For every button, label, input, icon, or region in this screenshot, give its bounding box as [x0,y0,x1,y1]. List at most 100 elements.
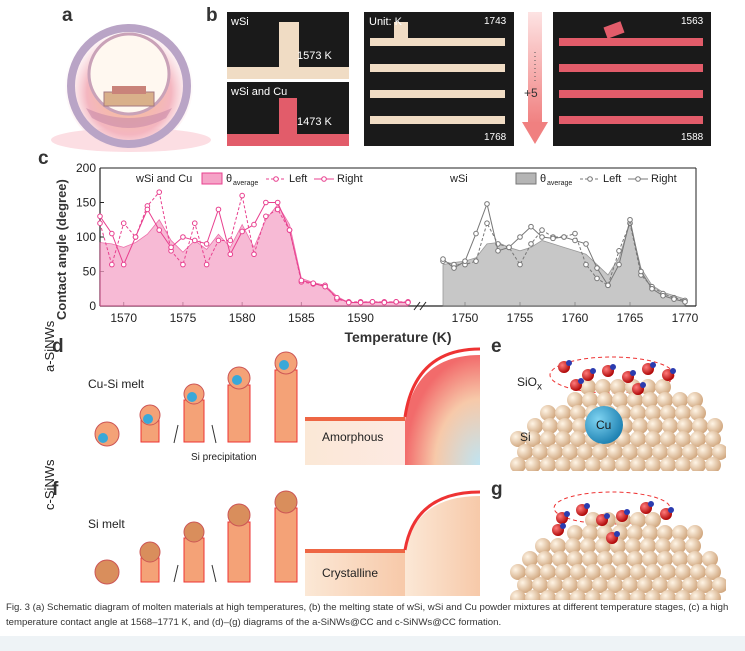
si-atom [697,577,713,593]
si-atom [660,405,676,421]
cu-label: Cu [596,418,612,432]
si-atom [682,444,698,460]
nitrogen-atom [564,511,570,517]
legend-right-marker [635,176,641,182]
si-atom [592,444,608,460]
si-atom [540,405,556,421]
si-atom [660,457,676,471]
series-right-point [550,235,556,242]
series-left-line [99,191,408,303]
nitrogen-atom [566,360,572,366]
si-atom [642,392,658,408]
legend-left-marker [273,176,279,182]
x-tick-label: 1750 [452,311,479,325]
series-left-point [120,220,127,226]
series-right-point [286,227,293,233]
si-atom [540,590,556,600]
si-atom [570,564,586,580]
si-atom [690,431,706,447]
series-right-point [583,241,589,247]
si-atom [510,431,526,447]
series-right-point [109,230,115,237]
siox-label: SiOx [517,375,543,393]
si-atom [677,418,693,434]
series-right-point [215,206,222,213]
legend-left-marker [587,176,593,182]
x-tick-label: 1770 [672,311,699,325]
y-tick-label: 100 [76,230,96,244]
si-atom [525,564,541,580]
axis-break [413,301,421,311]
series-left-point [227,237,234,244]
panel-label-a: a [62,5,73,26]
si-atom [555,564,571,580]
figure-caption: Fig. 3 (a) Schematic diagram of molten m… [6,602,729,628]
x-tick-label: 1760 [562,311,589,325]
series-left-point [156,189,163,195]
wsi-melt-image: wSi 1573 K [227,12,349,79]
si-atom [672,551,688,567]
si-atom [670,538,686,554]
si-atom [540,564,556,580]
si-atom [582,525,598,541]
series-left-point [539,227,545,233]
y-tick-label: 150 [76,196,96,210]
si-atom [675,457,691,471]
series-right-point [322,283,328,290]
si-atom [547,577,563,593]
si-atom [592,577,608,593]
series-right-point [473,230,479,237]
si-atom [532,577,548,593]
si-atom [675,405,691,421]
si-atom [607,577,623,593]
si-atom [660,590,676,600]
si-atom [712,577,726,593]
series-right-point [357,299,364,306]
si-atom [657,551,673,567]
si-atom [540,457,556,471]
a-sinws-label: a-SiNWs [42,320,57,372]
wsi-cu-melt-sequence: 1563 1588 [553,12,711,146]
si-atom [675,431,691,447]
si-atom [622,444,638,460]
si-atom [532,444,548,460]
si-atom [660,564,676,580]
chart-xlabel: Temperature (K) [344,329,451,345]
si-atom [672,392,688,408]
series-right-point [572,237,578,244]
si-atom [585,512,601,528]
si-atom [662,418,678,434]
series-left-point [180,261,186,268]
y-tick-label: 0 [89,299,96,313]
series-left-point [572,230,578,237]
si-atom [645,590,661,600]
amorphous-label: Amorphous [322,430,384,444]
si-atom [655,538,671,554]
step-label: +5 [524,86,538,100]
si-atom [595,538,611,554]
series-left-point [251,251,257,258]
wsi-cu-melt-image: wSi and Cu 1473 K [227,82,349,146]
series-right-point [263,199,269,206]
panel-label-g: g [491,479,503,500]
si-atom [655,379,671,395]
series-right-point [660,292,666,299]
series-left-point [109,261,115,268]
si-atom [705,457,721,471]
si-atom [637,444,653,460]
series-right-point [168,244,174,251]
nitrogen-atom [630,370,636,376]
si-atom [685,538,701,554]
y-tick-label: 50 [83,265,97,279]
series-right-point [239,228,245,235]
nitrogen-atom [578,378,584,384]
series-left-point [484,220,490,226]
temperature-step-arrow [522,12,548,144]
cu-si-melt-label: Cu-Si melt [88,377,145,391]
series-right-point [120,261,127,268]
series-right-point [462,258,468,264]
series-left-point [473,258,479,264]
si-atom [582,392,598,408]
series-left-point [274,206,281,213]
